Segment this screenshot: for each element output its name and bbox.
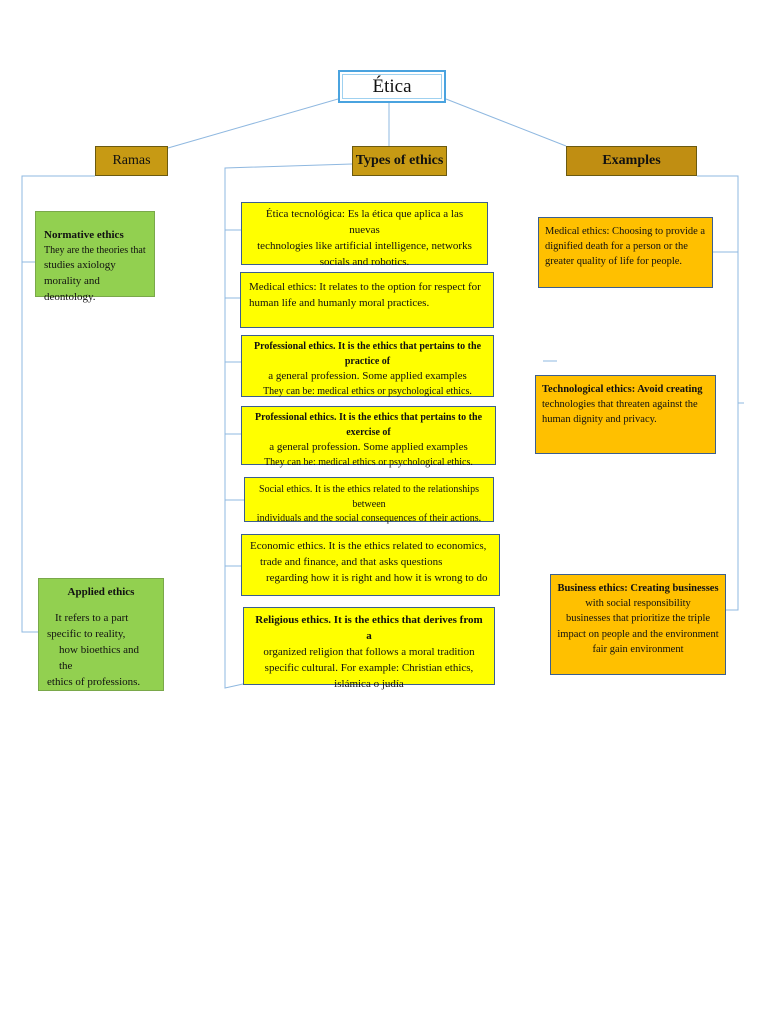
node-text: Technological ethics: Avoid creating (542, 384, 703, 395)
node-text: It refers to a part (55, 611, 129, 624)
node-example-business: Business ethics: Creating businesses wit… (550, 574, 726, 675)
node-text: impact on people and the environment (557, 628, 719, 640)
node-type-social: Social ethics. It is the ethics related … (244, 477, 494, 524)
node-text: trade and finance, and that asks questio… (260, 555, 443, 568)
node-normative-ethics: Normative ethics They are the theories t… (35, 211, 155, 303)
node-text: human dignity and privacy. (542, 414, 657, 426)
node-text: They are the theories that (44, 244, 146, 256)
node-text: greater quality of life for people. (545, 256, 683, 268)
node-text: regarding how it is right and how it is … (266, 571, 488, 584)
node-text: Social ethics. It is the ethics related … (259, 484, 479, 510)
header-examples: Examples (566, 146, 697, 176)
node-text: dignified death for a person or the (545, 241, 688, 253)
node-text: Professional ethics. It is the ethics th… (254, 412, 483, 438)
node-title: Normative ethics (44, 229, 124, 241)
node-applied-ethics: Applied ethics It refers to a part speci… (38, 578, 164, 691)
node-text: technologies like artificial intelligenc… (257, 239, 472, 252)
header-ramas: Ramas (95, 146, 168, 176)
node-text: specific to reality, (47, 627, 126, 640)
node-text: with social responsibility (585, 598, 691, 610)
node-text: Economic ethics. It is the ethics relate… (250, 540, 487, 552)
node-text: individuals and the social consequences … (256, 513, 482, 524)
node-example-technological: Technological ethics: Avoid creating tec… (535, 375, 716, 454)
node-text: studies axiology (44, 259, 116, 272)
node-type-economic: Economic ethics. It is the ethics relate… (241, 534, 500, 596)
node-text: organized religion that follows a moral … (263, 645, 475, 658)
node-type-medical: Medical ethics: It relates to the option… (240, 272, 494, 328)
node-title: Applied ethics (67, 586, 135, 598)
node-text: businesses that prioritize the triple (565, 613, 711, 625)
node-text: a general profession. Some applied examp… (269, 441, 468, 453)
node-type-religious: Religious ethics. It is the ethics that … (243, 607, 495, 690)
node-type-professional-1: Professional ethics. It is the ethics th… (241, 335, 494, 397)
node-text: socials and robotics. (319, 255, 410, 268)
node-text: They can be: medical ethics or psycholog… (264, 456, 473, 468)
node-text: Professional ethics. It is the ethics th… (253, 341, 482, 367)
node-text: how bioethics and the (59, 643, 140, 672)
node-text: Business ethics: Creating businesses (557, 583, 719, 594)
node-example-medical: Medical ethics: Choosing to provide a di… (538, 217, 713, 288)
node-text: human life and humanly moral practices. (249, 296, 430, 309)
node-text: islámica o judía (334, 677, 404, 690)
node-text: Religious ethics. It is the ethics that … (255, 614, 483, 642)
node-text: Ética tecnológica: Es la ética que aplic… (265, 208, 464, 236)
node-text: Medical ethics: Choosing to provide a (545, 226, 706, 237)
node-type-professional-2: Professional ethics. It is the ethics th… (241, 406, 496, 468)
node-text: fair gain environment (592, 643, 684, 655)
node-text: specific cultural. For example: Christia… (264, 661, 474, 674)
node-text: ethics of professions. (47, 675, 141, 688)
node-text: technologies that threaten against the (542, 399, 698, 411)
node-type-technological: Ética tecnológica: Es la ética que aplic… (241, 202, 488, 268)
node-text: a general profession. Some applied examp… (268, 370, 467, 382)
node-text: They can be: medical ethics or psycholog… (263, 385, 472, 397)
root-node-etica: Ética (338, 70, 446, 103)
node-text: morality and deontology. (44, 275, 100, 304)
node-text: Medical ethics: It relates to the option… (249, 281, 481, 293)
header-types-of-ethics: Types of ethics (352, 146, 447, 176)
